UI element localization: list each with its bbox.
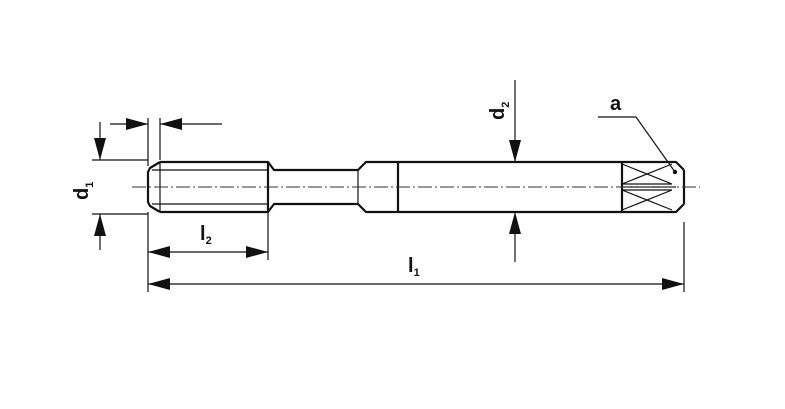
callout-a: a [598, 93, 676, 173]
d2-subscript: 2 [500, 102, 512, 108]
d2-arrow-bottom [509, 212, 521, 234]
dimension-chamfer [110, 118, 222, 166]
d2-label: d2 [487, 102, 512, 120]
l2-label: l2 [200, 223, 212, 247]
tap-outline-top [160, 160, 685, 172]
dimension-l1: l1 [147, 222, 685, 292]
dimension-d1: d1 [71, 122, 148, 250]
dimension-d2: d2 [487, 80, 521, 262]
l1-arrow-right [662, 278, 684, 290]
l2-arrow-left [148, 246, 170, 258]
callout-a-label: a [610, 93, 622, 115]
square-drive-cross-bottom [621, 189, 673, 211]
chamfer-arrow-left [126, 118, 148, 130]
callout-a-leader [635, 116, 676, 173]
l1-subscript: 1 [414, 267, 420, 279]
d2-arrow-top [509, 140, 521, 162]
square-drive-cross-top [621, 163, 673, 185]
l2-subscript: 2 [206, 235, 212, 247]
tap-outline-bottom [160, 202, 685, 214]
d1-label: d1 [71, 182, 96, 200]
l2-arrow-right [246, 246, 268, 258]
chamfer-arrow-right [160, 118, 182, 130]
tap-chamfer-end [146, 161, 161, 213]
dimension-l2: l2 [147, 212, 269, 260]
l1-label: l1 [408, 255, 420, 279]
l1-arrow-left [148, 278, 170, 290]
d1-arrow-bottom [94, 214, 106, 236]
d1-arrow-top [94, 138, 106, 160]
d1-subscript: 1 [84, 182, 96, 188]
